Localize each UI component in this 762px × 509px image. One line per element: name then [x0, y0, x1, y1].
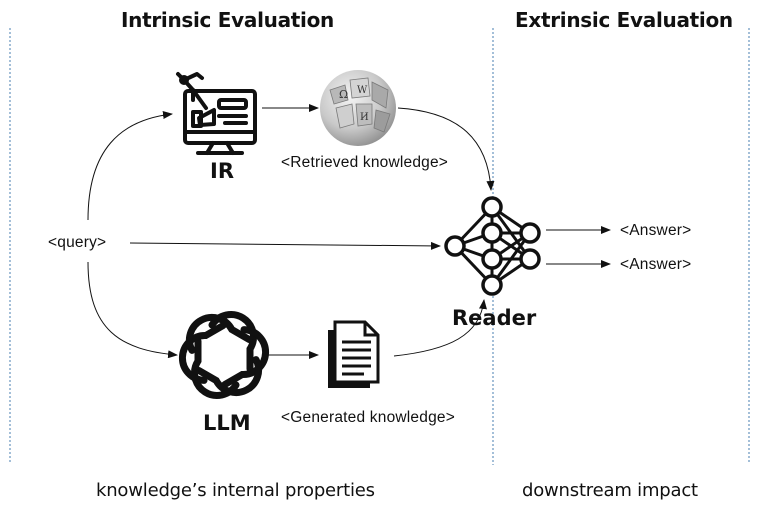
- ir-label: IR: [210, 159, 234, 183]
- arrow-query-to-reader: [129, 241, 441, 250]
- llm-label: LLM: [203, 411, 251, 435]
- arrow-wiki-to-reader: [397, 107, 495, 191]
- arrow-query-to-ir: [87, 111, 173, 221]
- svg-text:W: W: [357, 85, 368, 96]
- footer-extrinsic: downstream impact: [522, 480, 698, 501]
- generated-knowledge-label: <Generated knowledge>: [281, 409, 455, 426]
- retrieved-knowledge-label: <Retrieved knowledge>: [281, 154, 449, 171]
- openai-knot-icon: [178, 311, 270, 399]
- heading-intrinsic: Intrinsic Evaluation: [121, 8, 334, 32]
- answer-label-1: <Answer>: [620, 222, 692, 239]
- svg-text:И: И: [360, 112, 369, 123]
- arrow-query-to-llm: [87, 261, 178, 359]
- computer-robot-arm-icon: [176, 72, 257, 155]
- arrow-doc-to-reader: [393, 299, 487, 357]
- wikipedia-globe-icon: Ω W И: [320, 70, 396, 146]
- neural-network-icon: [444, 196, 541, 296]
- document-stack-icon: [328, 320, 380, 388]
- query-label: <query>: [48, 234, 107, 251]
- heading-extrinsic: Extrinsic Evaluation: [515, 8, 733, 32]
- footer-intrinsic: knowledge’s internal properties: [96, 480, 375, 501]
- svg-text:Ω: Ω: [339, 88, 348, 101]
- reader-label: Reader: [452, 306, 537, 330]
- answer-label-2: <Answer>: [620, 256, 692, 273]
